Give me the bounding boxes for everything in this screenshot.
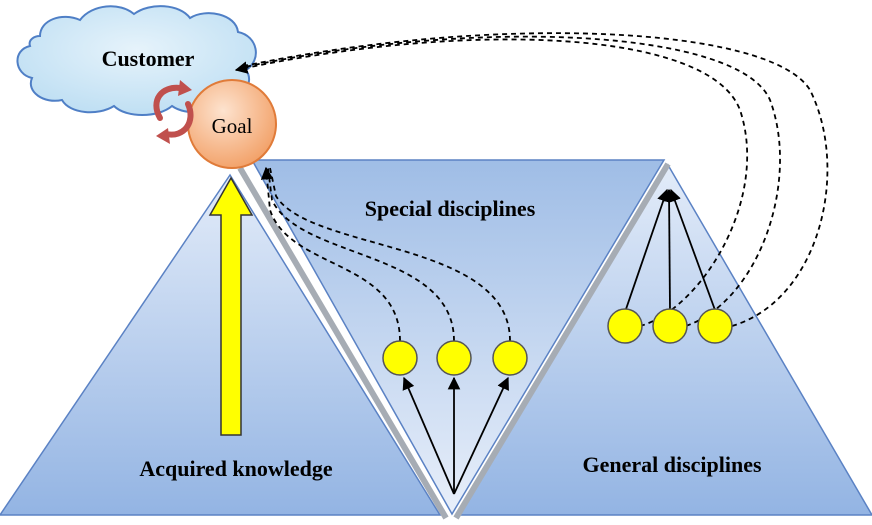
acquired-knowledge-triangle bbox=[0, 173, 442, 516]
acquired-knowledge-label: Acquired knowledge bbox=[139, 456, 333, 481]
general-to-apex-arrows bbox=[624, 188, 716, 313]
special-disciplines-label: Special disciplines bbox=[365, 196, 536, 221]
special-node-1 bbox=[382, 340, 418, 376]
special-nodes bbox=[382, 340, 528, 376]
general-to-goal-arrows bbox=[234, 32, 829, 327]
goal-label: Goal bbox=[212, 114, 253, 138]
special-to-goal-arrows bbox=[260, 166, 511, 342]
separator-left bbox=[237, 166, 449, 520]
general-node-3 bbox=[697, 308, 733, 344]
special-input-arrows bbox=[402, 376, 509, 495]
special-disciplines-triangle bbox=[250, 159, 666, 516]
cycle-arrows-icon bbox=[153, 80, 194, 144]
special-node-3 bbox=[492, 340, 528, 376]
general-nodes bbox=[607, 308, 733, 344]
general-node-2 bbox=[652, 308, 688, 344]
general-node-1 bbox=[607, 308, 643, 344]
special-node-2 bbox=[436, 340, 472, 376]
customer-label: Customer bbox=[102, 46, 195, 71]
general-disciplines-label: General disciplines bbox=[582, 452, 762, 477]
separator-right bbox=[453, 162, 671, 520]
up-arrow-icon bbox=[208, 176, 254, 436]
